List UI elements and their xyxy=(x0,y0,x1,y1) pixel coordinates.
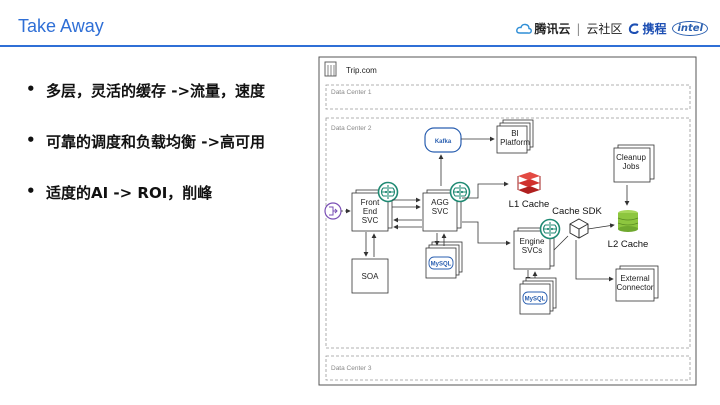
ctrip-text: 携程 xyxy=(642,22,667,36)
frontend-line1: Front xyxy=(361,198,380,207)
data-center-3 xyxy=(325,355,691,381)
bullet-text: 适度的AI -> ROI，削峰 xyxy=(46,184,213,202)
bullet-item: •适度的AI -> ROI，削峰 xyxy=(26,182,213,202)
external-connector-node: External Connector xyxy=(615,265,659,302)
l2-cache-label: L2 Cache xyxy=(608,239,649,250)
bi-platform-node: BI Platform xyxy=(496,119,534,154)
sdk-to-external-arrow xyxy=(575,240,614,282)
data-center-2-label: Data Center 2 xyxy=(331,125,372,132)
data-center-1-label: Data Center 1 xyxy=(331,89,372,96)
agg-to-l1-arrow xyxy=(462,181,509,199)
mysql-node: MySQL xyxy=(425,241,463,279)
cleanup-jobs-node: Cleanup Jobs xyxy=(613,144,655,183)
engine-line2: SVCs xyxy=(522,246,542,255)
cleanup-line1: Cleanup xyxy=(616,153,646,162)
agg-svc-node: AGG SVC xyxy=(422,189,462,232)
tencent-cloud-logo: 腾讯云 xyxy=(516,20,570,37)
frontend-line3: SVC xyxy=(362,216,379,225)
kafka-node: Kafka xyxy=(424,127,462,153)
data-center-3-label: Data Center 3 xyxy=(331,365,372,372)
cube-icon xyxy=(569,218,589,239)
mysql-label: MySQL xyxy=(431,262,452,268)
engine-to-sdk-link xyxy=(553,235,569,251)
tripcom-label: Trip.com xyxy=(346,66,377,75)
engine-line1: Engine xyxy=(520,237,545,246)
soa-label: SOA xyxy=(362,272,380,281)
redis-icon xyxy=(517,172,541,194)
bi-platform-line1: BI xyxy=(511,129,519,138)
bullet-item: •多层，灵活的缓存 ->流量，速度 xyxy=(26,80,266,100)
bullet-text: 可靠的调度和负载均衡 ->高可用 xyxy=(46,133,266,151)
slide-title: Take Away xyxy=(18,16,104,36)
tripcom-frame xyxy=(318,56,697,386)
sdk-to-l2-arrow xyxy=(587,223,615,230)
agg-line2: SVC xyxy=(432,207,449,216)
data-center-2 xyxy=(325,117,691,349)
kafka-label: Kafka xyxy=(435,139,452,145)
bullet-text: 多层，灵活的缓存 ->流量，速度 xyxy=(46,82,266,100)
building-icon xyxy=(324,61,337,77)
database-icon xyxy=(617,210,639,232)
ai-brain-icon xyxy=(449,181,471,203)
external-line2: Connector xyxy=(617,283,654,292)
bullet-item: •可靠的调度和负载均衡 ->高可用 xyxy=(26,131,266,151)
tencent-cloud-text: 腾讯云 xyxy=(534,22,571,36)
intel-logo: intel xyxy=(672,21,708,36)
ai-brain-icon xyxy=(377,181,399,203)
bi-platform-line2: Platform xyxy=(500,138,530,147)
cleanup-line2: Jobs xyxy=(623,162,640,171)
data-center-1 xyxy=(325,84,691,110)
takeaway-list: •多层，灵活的缓存 ->流量，速度 •可靠的调度和负载均衡 ->高可用 •适度的… xyxy=(26,80,265,233)
soa-node xyxy=(351,258,389,294)
frontend-line2: End xyxy=(363,207,377,216)
cloud-icon xyxy=(516,23,533,34)
mysql-label: MySQL xyxy=(525,297,546,303)
mysql-node: MySQL xyxy=(519,277,557,315)
logo-separator: | xyxy=(576,21,581,36)
agg-line1: AGG xyxy=(431,198,449,207)
header-logos: 腾讯云 | 云社区 携程 intel xyxy=(516,20,708,37)
ctrip-logo: 携程 xyxy=(628,20,666,37)
gateway-icon xyxy=(324,202,342,220)
ai-brain-icon xyxy=(539,218,561,240)
agg-to-engine-arrow xyxy=(462,221,511,246)
title-underline xyxy=(0,45,720,47)
community-text: 云社区 xyxy=(586,22,623,36)
l1-cache-label: L1 Cache xyxy=(509,199,550,210)
cache-sdk-label: Cache SDK xyxy=(552,206,602,217)
ctrip-logo-icon xyxy=(629,22,640,34)
external-line1: External xyxy=(620,274,650,283)
